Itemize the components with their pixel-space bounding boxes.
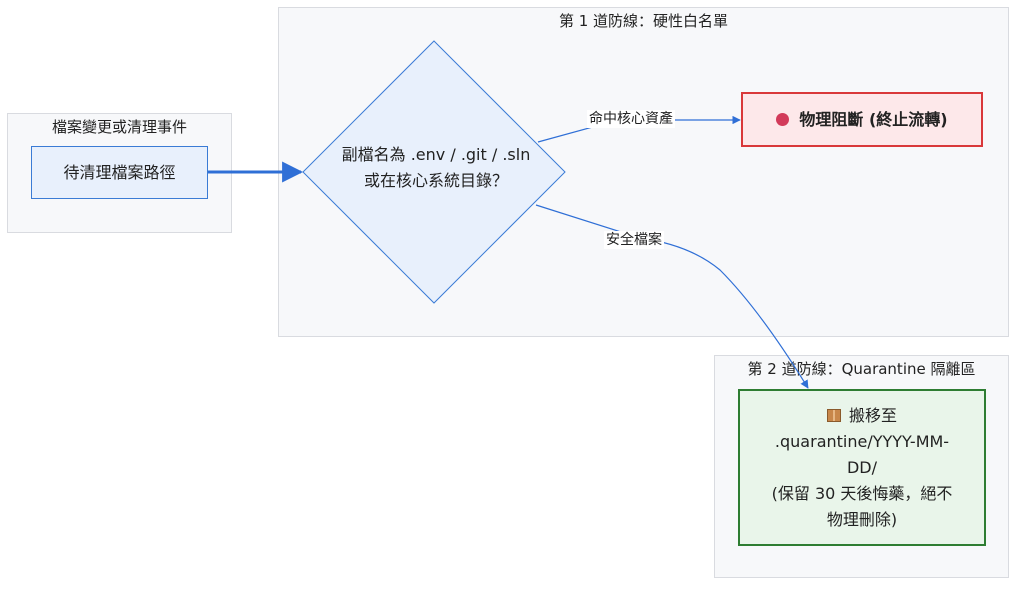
block-node: 物理阻斷 (終止流轉) [741, 92, 983, 147]
quarantine-line1: 搬移至 [848, 405, 897, 425]
quarantine-line3: DD/ [846, 457, 878, 477]
package-icon [826, 408, 841, 422]
decision-diamond [302, 40, 566, 304]
edge-safe-label: 安全檔案 [604, 231, 664, 249]
quarantine-line4: (保留 30 天後悔藥，絕不 [771, 483, 953, 503]
quarantine-line1-row: 搬移至 [826, 403, 897, 429]
start-node-label: 待清理檔案路徑 [63, 162, 176, 182]
quarantine-node: 搬移至 .quarantine/YYYY-MM- DD/ (保留 30 天後悔藥… [738, 389, 986, 546]
quarantine-line5: 物理刪除) [826, 509, 898, 529]
quarantine-line2: .quarantine/YYYY-MM- [774, 431, 950, 451]
cluster-line2-title: 第 2 道防線：Quarantine 隔離區 [747, 360, 976, 378]
start-node: 待清理檔案路徑 [31, 146, 208, 199]
edge-safe [535, 204, 809, 389]
block-node-label: 物理阻斷 (終止流轉) [799, 109, 948, 129]
decision-line1: 副檔名為 .env / .git / .sln [341, 145, 531, 164]
stop-sign-icon [776, 113, 790, 126]
cluster-event-title: 檔案變更或清理事件 [51, 118, 187, 136]
cluster-line1-title: 第 1 道防線：硬性白名單 [558, 12, 729, 30]
decision-line2: 或在核心系統目錄？ [363, 171, 508, 190]
decision-node: 副檔名為 .env / .git / .sln 或在核心系統目錄？ [308, 142, 564, 194]
edge-hit-label: 命中核心資產 [587, 110, 675, 128]
